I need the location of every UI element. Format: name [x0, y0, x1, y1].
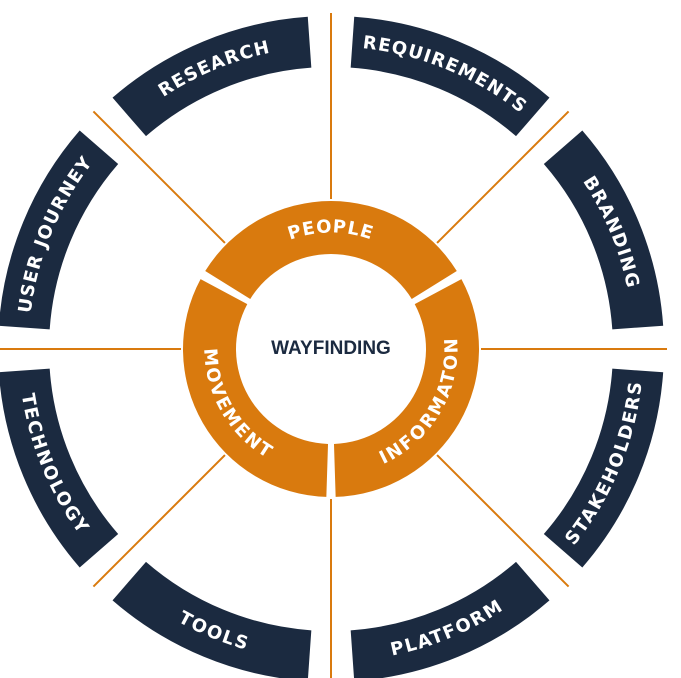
- outer-segment-user-journey: [0, 130, 119, 330]
- outer-segment-requirements: [350, 16, 550, 137]
- outer-segment-tools: [112, 561, 312, 678]
- inner-segment-informaton: [333, 279, 479, 497]
- inner-segment-people: [205, 200, 457, 299]
- spoke-lines: [0, 13, 667, 678]
- outer-segment-platform: [350, 561, 550, 678]
- spoke-line: [436, 454, 570, 588]
- spoke-line: [436, 110, 570, 244]
- spoke-line: [92, 110, 226, 244]
- outer-segment-technology: [0, 368, 119, 568]
- outer-segment-branding: [543, 130, 664, 330]
- outer-segment-research: [112, 16, 312, 137]
- outer-segment-stakeholders: [543, 368, 664, 568]
- center-title: WAYFINDING: [271, 338, 391, 359]
- spoke-line: [92, 454, 226, 588]
- inner-segment-movement: [183, 279, 329, 497]
